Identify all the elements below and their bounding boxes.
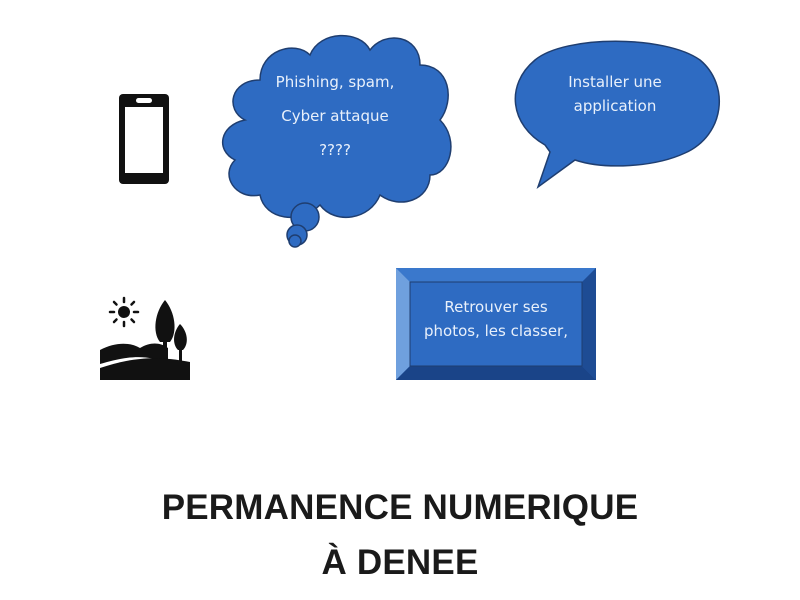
speech-bubble-line-2: application xyxy=(573,97,657,115)
thought-cloud-line-1: Phishing, spam, xyxy=(275,73,395,91)
thought-cloud: Phishing, spam, Cyber attaque ???? xyxy=(215,25,455,255)
bevel-box: Retrouver ses photos, les classer, xyxy=(396,268,596,380)
bevel-box-line-2: photos, les classer, xyxy=(424,322,568,340)
speech-bubble-line-1: Installer une xyxy=(568,73,662,91)
speech-bubble: Installer une application xyxy=(505,35,725,195)
bevel-box-line-1: Retrouver ses xyxy=(444,298,548,316)
thought-cloud-line-2: Cyber attaque xyxy=(281,107,389,125)
page-title-line-1: PERMANENCE NUMERIQUE xyxy=(161,488,639,527)
thought-cloud-line-3: ???? xyxy=(319,141,351,159)
smartphone-icon xyxy=(118,93,170,185)
landscape-icon xyxy=(100,292,190,380)
page-title-line-2: À DENEE xyxy=(321,543,479,582)
